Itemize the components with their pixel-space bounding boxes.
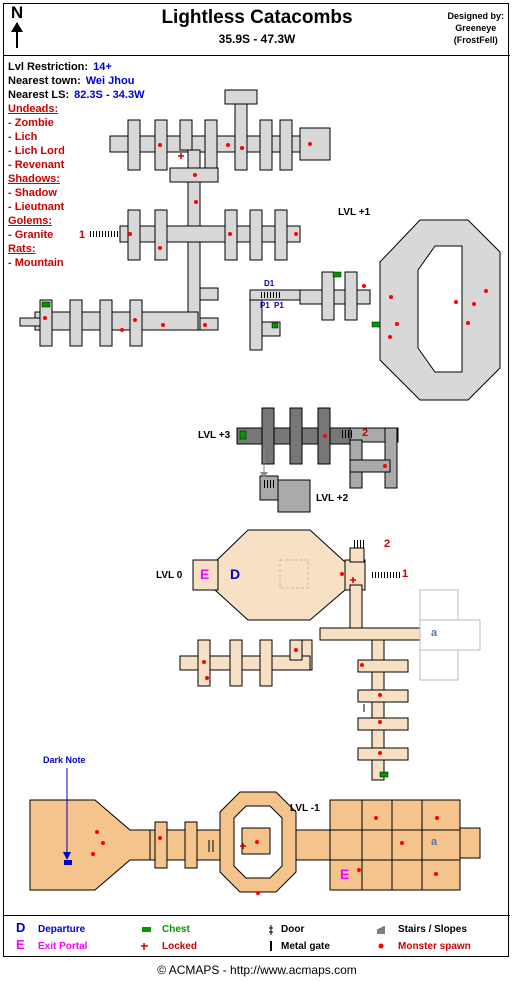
level-zero-ghost-rooms (279, 559, 481, 681)
designer-line-2: Greeneye (455, 23, 497, 33)
level-label-plus2: LVL +2 (316, 493, 349, 504)
level-minus1-grid (330, 800, 460, 890)
legend-gate-label: Metal gate (281, 941, 330, 952)
nearest-town-value: Wei Jhou (85, 75, 135, 87)
north-letter: N (10, 3, 24, 22)
monster-item: - Zombie (8, 117, 54, 129)
monster-category-shadows: Shadows: (8, 173, 60, 185)
monster-item: - Mountain (8, 257, 64, 269)
connector-number: 1 (79, 229, 86, 241)
chest-icon (379, 771, 389, 778)
designer-line-1: Designed by: (447, 11, 504, 21)
level-plus1-area (19, 89, 371, 351)
connector-number: 2 (384, 538, 391, 550)
level-label-minus1: LVL -1 (290, 803, 320, 814)
stairs-icons (90, 231, 400, 578)
level-restriction-value: 14+ (93, 61, 112, 73)
nearest-ls-value: 82.3S - 34.3W (74, 89, 145, 101)
legend-departure-label: Departure (38, 924, 86, 935)
door-icons (208, 704, 365, 852)
octagon-hall-plus1-inner (417, 245, 463, 373)
monster-item: - Lieutnant (8, 201, 65, 213)
departure-marker: D (230, 566, 241, 582)
monster-spawn-dots (43, 142, 488, 895)
legend-spawn-label: Monster spawn (398, 941, 471, 952)
stairs-legend-icon (377, 926, 385, 934)
monster-item: - Granite (8, 229, 54, 241)
marker-a: a (431, 627, 438, 639)
legend-stairs-label: Stairs / Slopes (398, 924, 467, 935)
monster-item: - Lich (8, 131, 38, 143)
map-frame (3, 3, 509, 957)
legend-divider (3, 915, 510, 916)
legend-locked-label: Locked (162, 941, 198, 952)
map-title: Lightless Catacombs (161, 7, 353, 28)
designer-line-3: (FrostFell) (453, 35, 498, 45)
legend-exit-letter: E (16, 937, 25, 952)
nearest-ls-label: Nearest LS: (8, 89, 70, 101)
locked-door-icons (178, 153, 356, 849)
dark-note-marker (64, 860, 72, 865)
chest-icon (239, 430, 247, 440)
chest-icon (371, 321, 381, 328)
connector-number: 1 (402, 568, 409, 580)
level-label-plus1: LVL +1 (338, 207, 371, 218)
marker-p1: P1 (260, 301, 270, 310)
monster-item: - Revenant (8, 159, 65, 171)
marker-p1: P1 (274, 301, 284, 310)
chest-icon (271, 322, 279, 329)
nearest-town-label: Nearest town: (8, 75, 81, 87)
legend-exit-label: Exit Portal (38, 941, 88, 952)
header-divider (3, 55, 510, 56)
connector-number: 2 (362, 427, 369, 439)
chest-legend-icon (142, 927, 151, 932)
legend-chest-label: Chest (162, 924, 190, 935)
exit-portal-marker: E (340, 866, 350, 882)
level-restriction-label: Lvl Restriction: (8, 61, 89, 73)
legend-door-label: Door (281, 924, 305, 935)
map-coordinates: 35.9S - 47.3W (218, 32, 296, 46)
locked-legend-icon (141, 943, 148, 950)
dungeon-info: Lvl Restriction: 14+ Nearest town: Wei Jho… (8, 60, 144, 102)
dark-note-label: Dark Note (43, 755, 86, 765)
spawn-legend-icon (378, 943, 384, 949)
arrow-down-icon (63, 852, 71, 860)
chest-icon (332, 271, 342, 278)
north-arrow-icon (11, 22, 23, 48)
monster-category-undeads: Undeads: (8, 103, 59, 115)
copyright-footer: © ACMAPS - http://www.acmaps.com (157, 963, 357, 977)
compass: N (8, 4, 26, 50)
chest-markers (41, 271, 389, 778)
legend-departure-letter: D (16, 920, 26, 935)
marker-d1: D1 (264, 279, 275, 288)
monster-item: - Shadow (8, 187, 57, 199)
door-legend-icon (269, 925, 273, 935)
arrow-down-icon (260, 472, 268, 478)
level-label-plus3: LVL +3 (198, 430, 231, 441)
monster-category-golems: Golems: (8, 215, 53, 227)
designer-credit: Designed by: Greeneye (FrostFell) (447, 10, 504, 46)
monster-item: - Lich Lord (8, 145, 65, 157)
exit-portal-marker: E (200, 566, 210, 582)
level-plus3-area (236, 407, 353, 465)
monster-category-rats: Rats: (8, 243, 36, 255)
chest-icon (41, 301, 51, 308)
monster-list: Undeads: - Zombie - Lich - Lich Lord - R… (8, 102, 65, 270)
level-label-zero: LVL 0 (156, 570, 183, 581)
marker-a: a (431, 836, 438, 848)
